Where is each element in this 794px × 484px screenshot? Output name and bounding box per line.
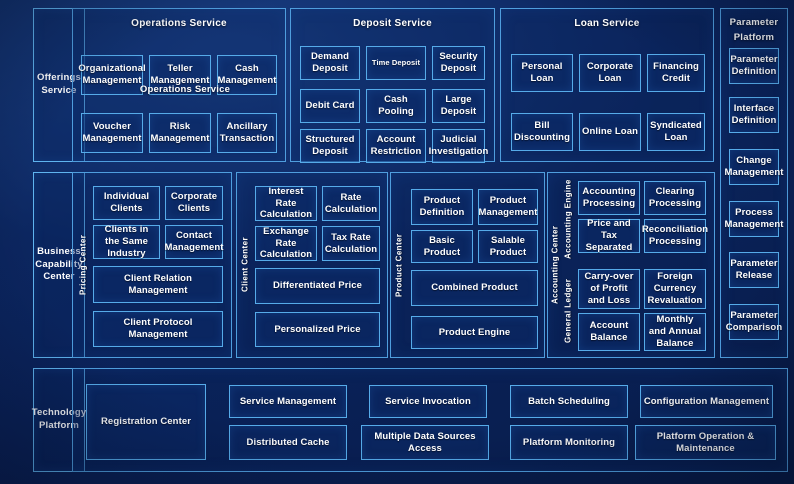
cell-syndicated-loan[interactable]: Syndicated Loan <box>647 113 705 151</box>
cell-change-management[interactable]: Change Management <box>724 149 783 185</box>
cell-account-restriction[interactable]: Account Restriction <box>366 129 426 163</box>
group-technology-platform: Registration Center Service Management S… <box>72 368 788 472</box>
cell-service-invocation[interactable]: Service Invocation <box>369 385 487 418</box>
group-title-operations-service: Operations Service <box>131 18 227 29</box>
cell-foreign-currency-revaluation[interactable]: Foreign Currency Revaluation <box>644 269 706 309</box>
group-loan-service: Loan Service Personal Loan Corporate Loa… <box>500 8 714 162</box>
cell-distributed-cache[interactable]: Distributed Cache <box>229 425 347 460</box>
vlabel-general-ledger: General Ledger <box>563 278 573 344</box>
cell-individual-clients[interactable]: Individual Clients <box>93 186 160 220</box>
row-label-technology-platform: Technology Platform <box>31 368 87 472</box>
cell-parameter-comparison[interactable]: Parameter Comparison <box>726 304 782 340</box>
group-title-parameter-platform-line1: Parameter <box>729 17 779 28</box>
cell-voucher-management[interactable]: Voucher Management <box>81 113 143 153</box>
vlabel-accounting-center: Accounting Center <box>550 225 560 305</box>
cell-account-balance[interactable]: Account Balance <box>578 313 640 351</box>
cell-service-management[interactable]: Service Management <box>229 385 347 418</box>
cell-configuration-management[interactable]: Configuration Management <box>640 385 773 418</box>
cell-basic-product[interactable]: Basic Product <box>411 230 473 263</box>
cell-interest-rate-calculation[interactable]: Interest Rate Calculation <box>255 186 317 221</box>
cell-demand-deposit[interactable]: Demand Deposit <box>300 46 360 80</box>
cell-corporate-clients[interactable]: Corporate Clients <box>165 186 223 220</box>
cell-teller-management[interactable]: Teller Management <box>149 55 211 95</box>
cell-client-relation-management[interactable]: Client Relation Management <box>93 266 223 303</box>
group-client-center: Client Center Interest Rate Calculation … <box>236 172 388 358</box>
cell-combined-product[interactable]: Combined Product <box>411 270 538 306</box>
cell-clients-same-industry[interactable]: Clients in the Same Industry <box>93 224 160 259</box>
cell-multiple-data-sources-access[interactable]: Multiple Data Sources Access <box>361 425 489 460</box>
group-product-center: Product Center Product Definition Produc… <box>390 172 545 358</box>
cell-client-protocol-management[interactable]: Client Protocol Management <box>93 311 223 347</box>
row-label-business-capability-text: Business Capability Center <box>35 245 83 283</box>
row-label-business-capability: Business Capability Center <box>33 172 85 358</box>
cell-clearing-processing[interactable]: Clearing Processing <box>644 181 706 215</box>
cell-judicial-investigation[interactable]: Judicial Investigation <box>429 129 488 163</box>
cell-tax-rate-calculation[interactable]: Tax Rate Calculation <box>322 226 380 261</box>
cell-interface-definition[interactable]: Interface Definition <box>729 97 779 133</box>
cell-salable-product[interactable]: Salable Product <box>478 230 538 263</box>
group-operations-service: Operations Service Organizational Manage… <box>72 8 286 162</box>
cell-organizational-management[interactable]: Organizational Management <box>78 55 146 95</box>
cell-carry-over-profit-loss[interactable]: Carry-over of Profit and Loss <box>578 269 640 309</box>
cell-security-deposit[interactable]: Security Deposit <box>432 46 485 80</box>
cell-bill-discounting[interactable]: Bill Discounting <box>511 113 573 151</box>
cell-parameter-definition[interactable]: Parameter Definition <box>729 48 779 84</box>
group-title-parameter-platform-line2: Platform <box>733 32 775 43</box>
cell-personal-loan[interactable]: Personal Loan <box>511 54 573 92</box>
vlabel-product-center: Product Center <box>394 233 404 297</box>
cell-corporate-loan[interactable]: Corporate Loan <box>579 54 641 92</box>
cell-time-deposit[interactable]: Time Deposit <box>366 46 426 80</box>
cell-process-management[interactable]: Process Management <box>724 201 783 237</box>
group-title-loan-service: Loan Service <box>574 18 640 29</box>
cell-contact-management[interactable]: Contact Management <box>164 225 223 259</box>
cell-platform-operation-maintenance[interactable]: Platform Operation & Maintenance <box>635 425 776 460</box>
cell-debit-card[interactable]: Debit Card <box>300 89 360 123</box>
cell-product-definition[interactable]: Product Definition <box>411 189 473 225</box>
cell-product-engine[interactable]: Product Engine <box>411 316 538 349</box>
overlay-label-operations-service: Operations Service <box>139 84 231 95</box>
cell-batch-scheduling[interactable]: Batch Scheduling <box>510 385 628 418</box>
cell-online-loan[interactable]: Online Loan <box>579 113 641 151</box>
group-title-deposit-service: Deposit Service <box>353 18 432 29</box>
group-accounting-center: Accounting Center Accounting Engine Gene… <box>547 172 715 358</box>
group-parameter-platform: Parameter Platform Parameter Definition … <box>720 8 788 358</box>
cell-risk-management[interactable]: Risk Management <box>149 113 211 153</box>
cell-registration-center[interactable]: Registration Center <box>86 384 206 460</box>
cell-accounting-processing[interactable]: Accounting Processing <box>578 181 640 215</box>
group-pricing-center: Pricing Center Individual Clients Corpor… <box>72 172 232 358</box>
row-label-offerings: Offerings Service <box>33 8 85 162</box>
cell-product-management[interactable]: Product Management <box>478 189 538 225</box>
cell-exchange-rate-calculation[interactable]: Exchange Rate Calculation <box>255 226 317 261</box>
cell-monthly-annual-balance[interactable]: Monthly and Annual Balance <box>644 313 706 351</box>
vlabel-pricing-center: Pricing Center <box>78 234 88 296</box>
row-label-technology-platform-text: Technology Platform <box>31 407 87 431</box>
cell-large-deposit[interactable]: Large Deposit <box>432 89 485 123</box>
cell-platform-monitoring[interactable]: Platform Monitoring <box>510 425 628 460</box>
cell-structured-deposit[interactable]: Structured Deposit <box>300 129 360 163</box>
group-deposit-service: Deposit Service Demand Deposit Time Depo… <box>290 8 495 163</box>
row-label-offerings-text: Offerings Service <box>36 72 82 96</box>
vlabel-client-center: Client Center <box>240 237 250 293</box>
vlabel-accounting-engine: Accounting Engine <box>563 179 573 259</box>
cell-parameter-release[interactable]: Parameter Release <box>729 252 779 288</box>
cell-price-and-tax-separated[interactable]: Price and Tax Separated <box>578 218 640 253</box>
cell-rate-calculation[interactable]: Rate Calculation <box>322 186 380 221</box>
cell-cash-management[interactable]: Cash Management <box>217 55 277 95</box>
cell-reconciliation-processing[interactable]: Reconciliation Processing <box>642 219 708 253</box>
cell-personalized-price[interactable]: Personalized Price <box>255 312 380 347</box>
cell-ancillary-transaction[interactable]: Ancillary Transaction <box>217 113 277 153</box>
cell-cash-pooling[interactable]: Cash Pooling <box>366 89 426 123</box>
cell-financing-credit[interactable]: Financing Credit <box>647 54 705 92</box>
cell-differentiated-price[interactable]: Differentiated Price <box>255 268 380 304</box>
